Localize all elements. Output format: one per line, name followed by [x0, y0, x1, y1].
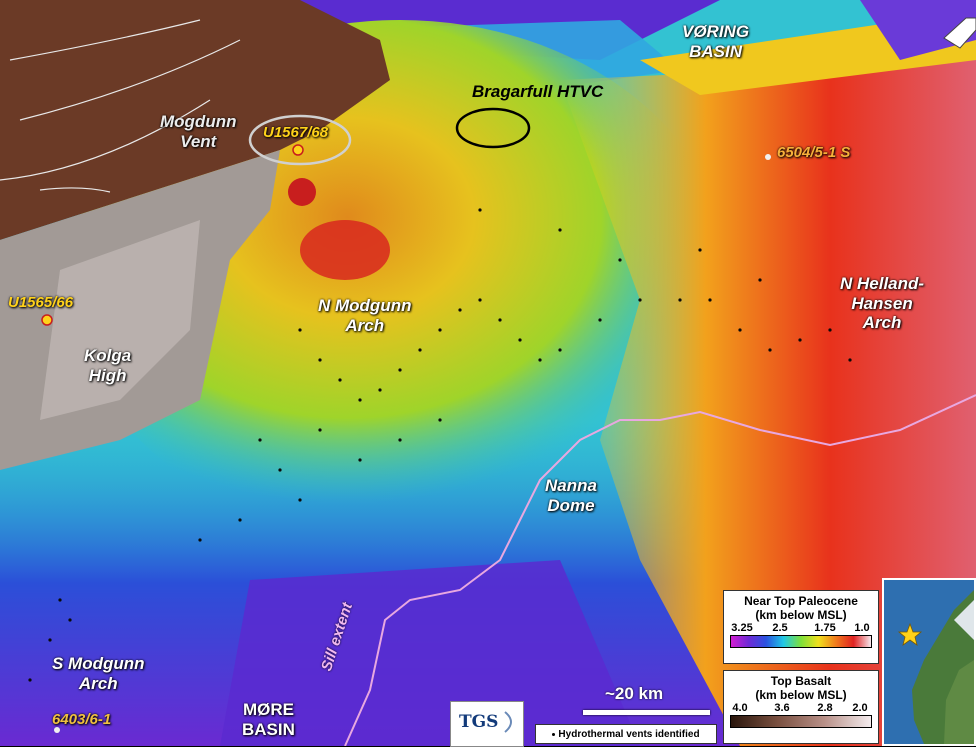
kolga-high-relief: [40, 220, 200, 420]
north-east-deep: [860, 0, 976, 60]
legend-paleocene-tick: 1.75: [814, 622, 836, 634]
mogdunn-vent-outline: [248, 114, 352, 166]
legend-basalt-colorbar: [730, 715, 872, 728]
legend-basalt-tick: 2.0: [852, 702, 868, 714]
legend-basalt-subtitle: (km below MSL): [755, 688, 847, 702]
location-star-icon: [897, 622, 923, 646]
mogdunn-vent-mound: [288, 178, 316, 206]
legend-paleocene-ticks: 3.25 2.5 1.75 1.0: [730, 622, 872, 635]
legend-basalt: Top Basalt (km below MSL) 4.0 3.6 2.8 2.…: [723, 670, 879, 744]
u1565-label: U1565/66: [8, 294, 74, 311]
legend-basalt-tick: 4.0: [732, 702, 748, 714]
n-helland-hansen-zone: [560, 60, 976, 746]
bragarfull-label: Bragarfull HTVC: [472, 82, 604, 101]
legend-paleocene-tick: 2.5: [772, 622, 788, 634]
hydrothermal-vent-dots: [28, 208, 852, 682]
legend-basalt-title: Top Basalt: [770, 674, 832, 688]
tgs-logo-text: TGS: [459, 712, 499, 732]
legend-paleocene-tick: 1.0: [854, 622, 870, 634]
well-marker-6403: [54, 727, 60, 733]
legend-paleocene-colorbar: [730, 635, 872, 648]
location-inset-map: [882, 578, 976, 746]
scale-bar: [583, 710, 710, 715]
vent-dot-icon: [552, 732, 556, 736]
more-basin-zone: [220, 560, 640, 746]
legend-paleocene: Near Top Paleocene (km below MSL) 3.25 2…: [723, 590, 879, 664]
inset-map-graphic: [884, 580, 974, 744]
sill-extent-line: [344, 394, 976, 746]
tgs-swoosh-icon: [504, 711, 512, 733]
vents-legend-label: Hydrothermal vents identified: [558, 728, 700, 740]
legend-paleocene-tick: 3.25: [731, 622, 753, 634]
legend-paleocene-subtitle: (km below MSL): [755, 608, 847, 622]
u1567-label: U1567/68: [263, 124, 329, 141]
top-basalt-north: [0, 0, 390, 240]
scale-label: ~20 km: [605, 684, 664, 703]
legend-basalt-tick: 3.6: [774, 702, 790, 714]
well-6504-label: 6504/5-1 S: [777, 144, 851, 161]
well-6403-label: 6403/6-1: [52, 711, 112, 728]
well-marker-6504: [765, 154, 771, 160]
legend-basalt-ticks: 4.0 3.6 2.8 2.0: [730, 702, 872, 715]
volcanic-mound: [300, 220, 390, 280]
well-marker-u1567: [292, 144, 304, 156]
north-arrow-icon: [943, 17, 976, 49]
well-marker-u1565: [41, 314, 53, 326]
fault-lines: [0, 19, 241, 193]
tgs-logo: TGS: [450, 701, 524, 747]
legend-paleocene-title: Near Top Paleocene: [744, 594, 858, 608]
legend-basalt-tick: 2.8: [817, 702, 833, 714]
vents-legend: Hydrothermal vents identified: [535, 724, 717, 744]
bragarfull-outline: [455, 107, 531, 149]
